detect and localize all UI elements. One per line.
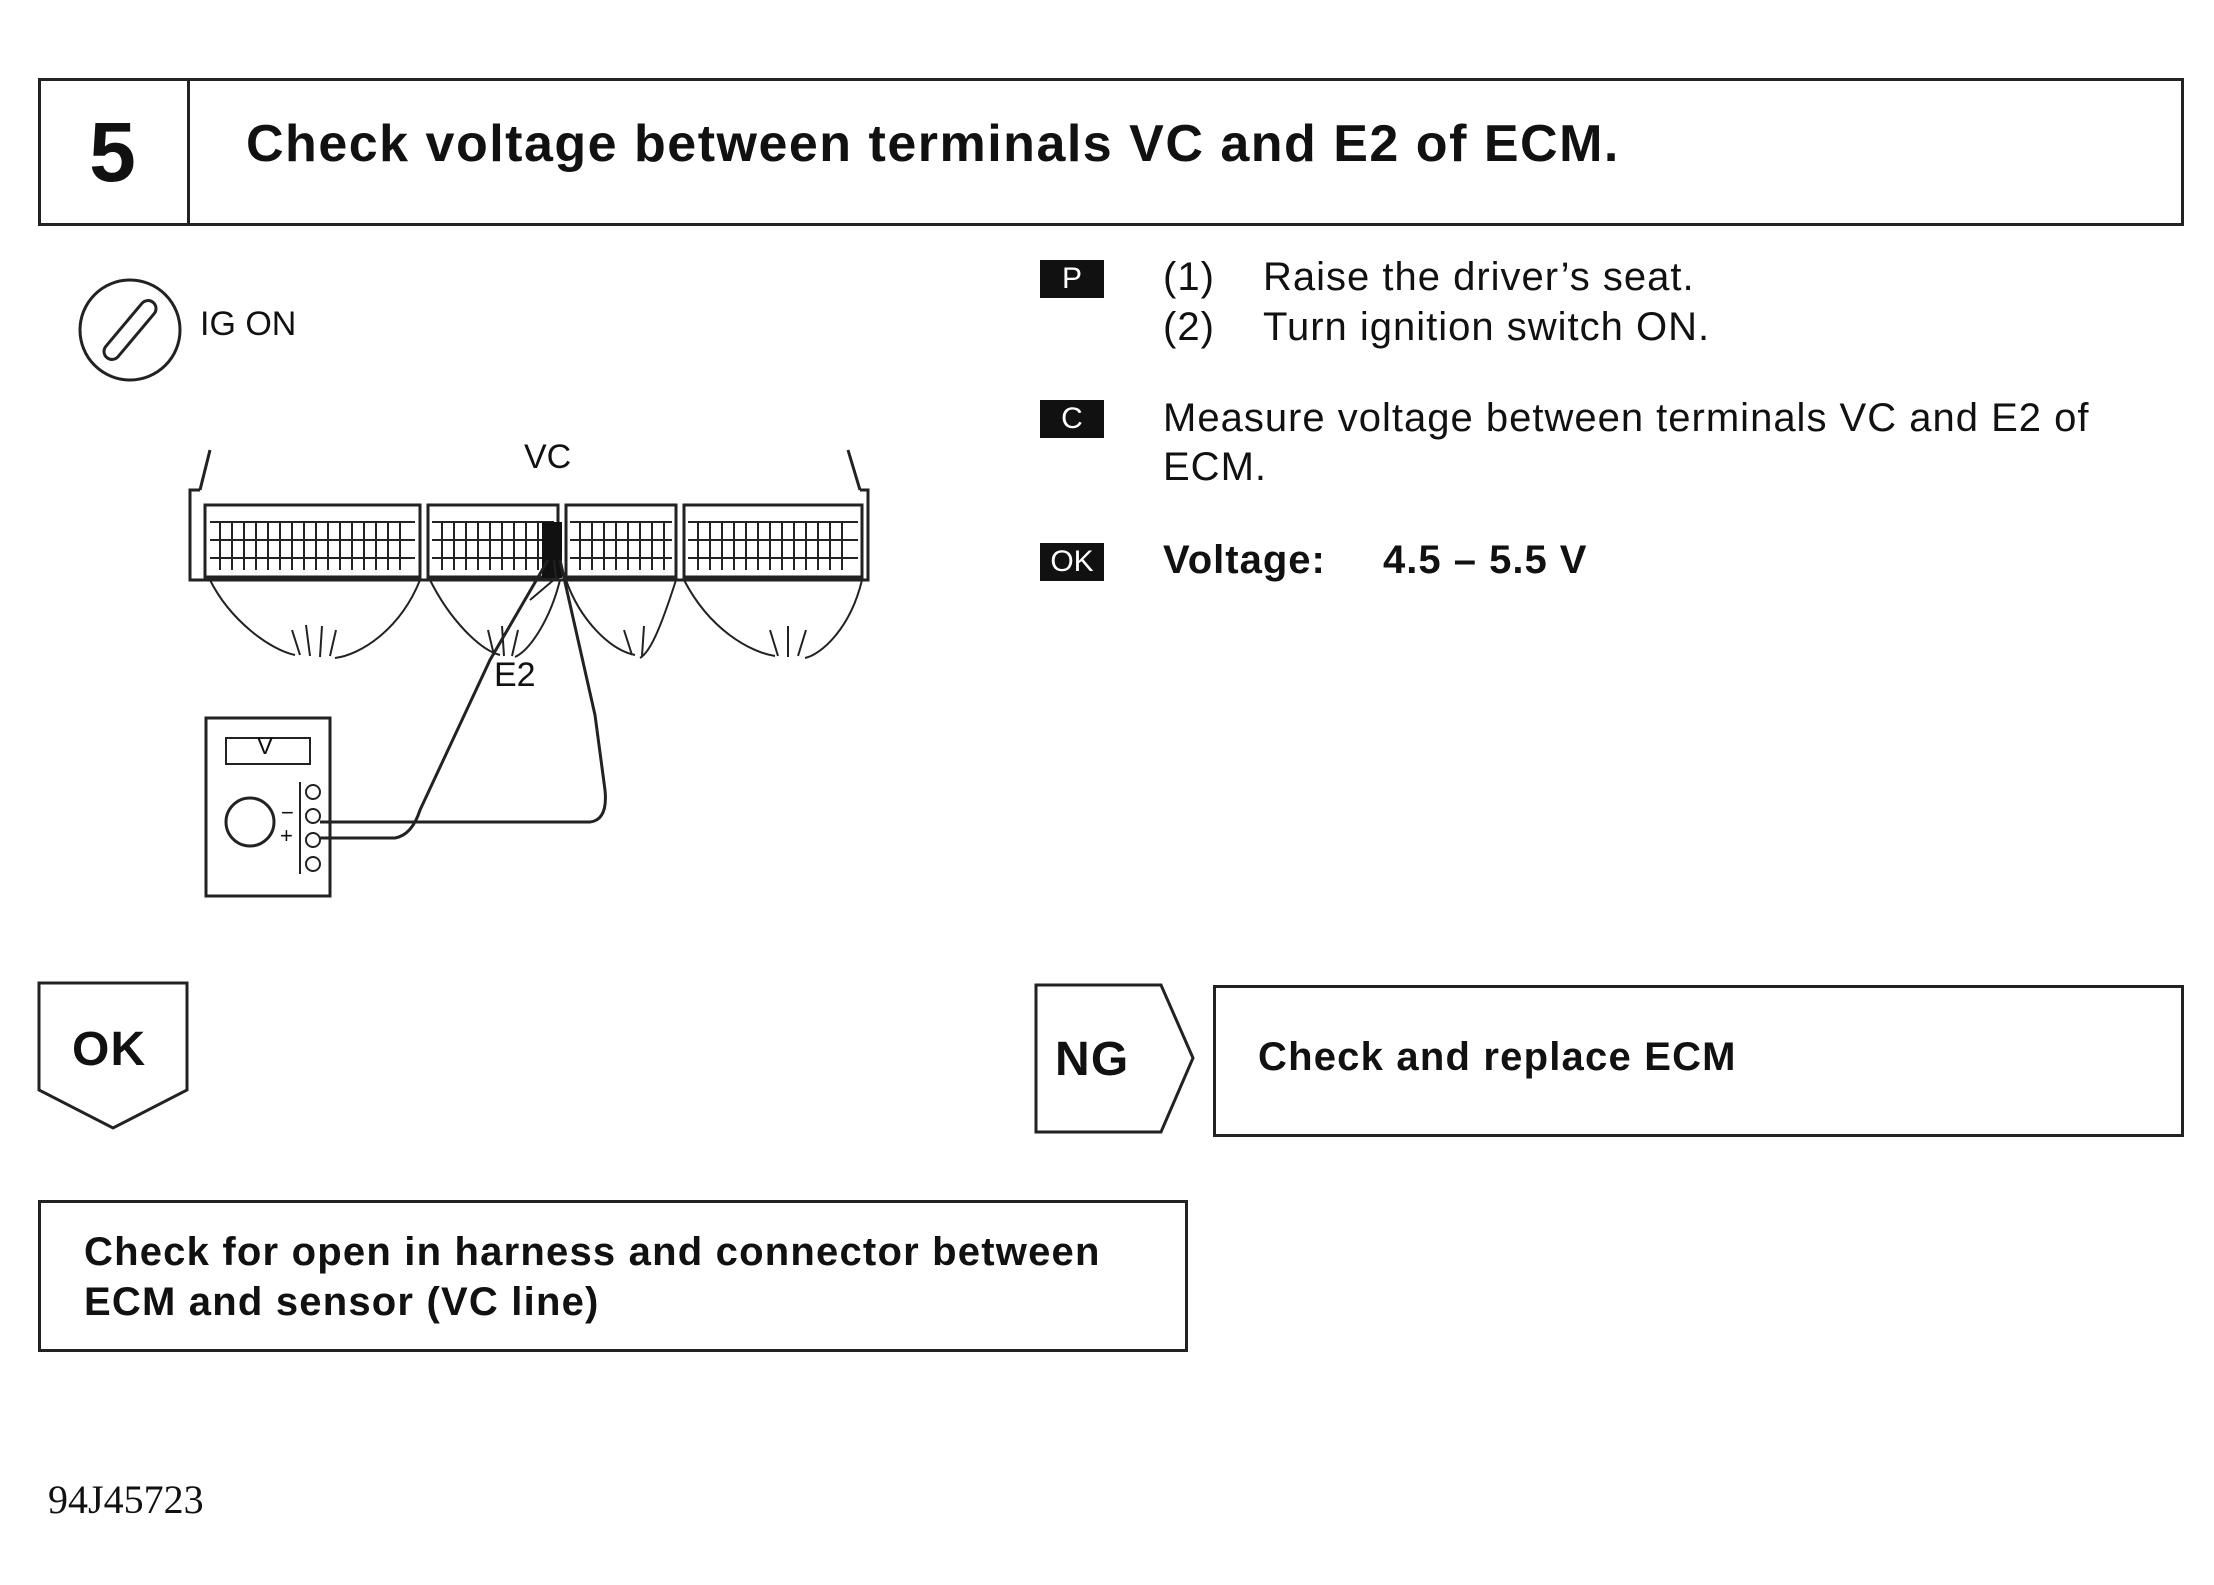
voltmeter-icon: [204, 716, 332, 898]
prep-step-2-text: Turn ignition switch ON.: [1263, 305, 1711, 349]
check-tag: C: [1040, 400, 1104, 438]
negative-probe-lead: [320, 559, 550, 840]
connector-pins-4: [688, 521, 858, 570]
step-number: 5: [38, 78, 190, 226]
document-code: 94J45723: [48, 1477, 204, 1522]
ok-result-label: OK: [72, 1023, 147, 1076]
check-text-line1: Measure voltage between terminals VC and…: [1163, 396, 2090, 440]
step-header: [38, 78, 2184, 226]
spec-label: Voltage:: [1163, 538, 1326, 582]
e2-terminal-label: E2: [494, 656, 536, 694]
prep-step-1-num: (1): [1163, 255, 1215, 299]
probe-leads: [320, 559, 607, 840]
ok-action-box: [38, 1200, 1188, 1352]
ok-spec-tag: OK: [1040, 543, 1104, 581]
prep-tag: P: [1040, 260, 1104, 298]
ok-action-line1: Check for open in harness and connector …: [84, 1230, 1101, 1274]
spec-value: 4.5 – 5.5 V: [1383, 538, 1588, 582]
positive-probe-lead: [320, 559, 607, 824]
ok-action-line2: ECM and sensor (VC line): [84, 1280, 600, 1324]
check-text-line2: ECM.: [1163, 445, 1267, 489]
ecm-voltage-diagram: [78, 278, 870, 898]
voltmeter-plus-label: +: [280, 823, 293, 848]
prep-step-2-num: (2): [1163, 305, 1215, 349]
ok-result-marker: [37, 981, 189, 1130]
ng-action-box: [1213, 985, 2184, 1137]
connector-pins-1: [210, 521, 415, 570]
voltmeter-minus-label: −: [281, 800, 294, 825]
connector-pins-3: [570, 521, 672, 570]
ignition-label: IG ON: [200, 305, 297, 343]
step-title: Check voltage between terminals VC and E…: [246, 115, 1620, 173]
voltmeter-unit-label: V: [257, 733, 274, 760]
connector-pins-2: [432, 521, 554, 570]
ignition-key-icon: [78, 278, 182, 382]
ng-result-marker: [1034, 983, 1195, 1134]
ng-result-label: NG: [1055, 1033, 1130, 1086]
vc-terminal-label: VC: [524, 438, 572, 476]
prep-step-1-text: Raise the driver’s seat.: [1263, 255, 1695, 299]
ng-action-text: Check and replace ECM: [1258, 1035, 1737, 1079]
wire-harnesses: [209, 579, 863, 659]
vc-terminal-highlight: [542, 522, 562, 578]
